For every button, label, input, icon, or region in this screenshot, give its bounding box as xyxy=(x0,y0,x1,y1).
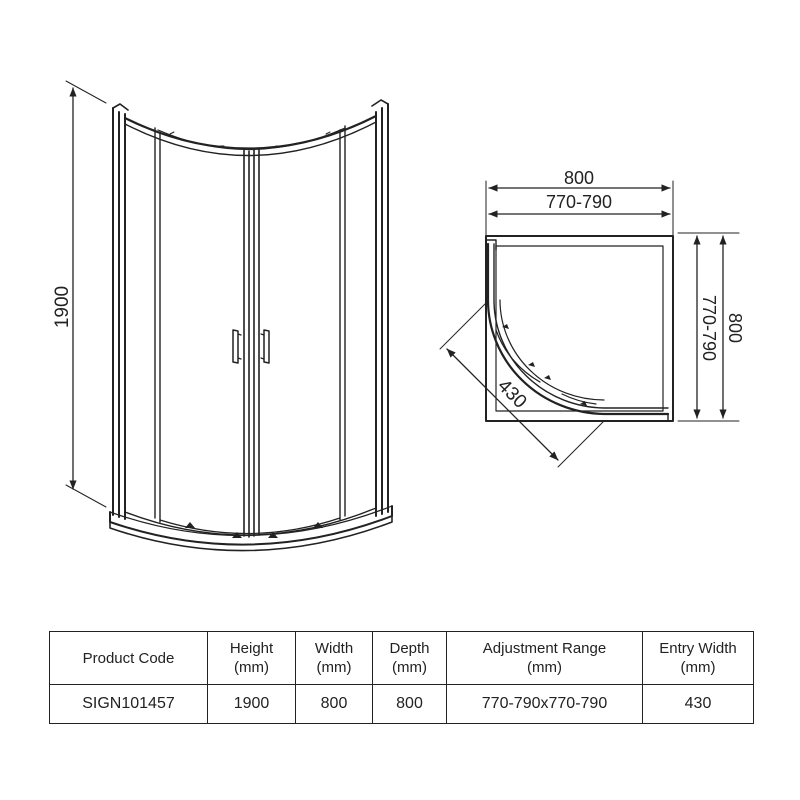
cell-width: 800 xyxy=(295,684,373,724)
cell-height: 1900 xyxy=(207,684,296,724)
spec-header-row: Product Code Height (mm) Width (mm) Dept… xyxy=(49,631,754,685)
height-label: 1900 xyxy=(52,286,73,328)
depth-label: 800 xyxy=(725,313,745,343)
spec-data-row: SIGN101457 1900 800 800 770-790x770-790 … xyxy=(49,684,754,724)
width-dimension: 800 770-790 xyxy=(485,168,674,237)
entry-label: 430 xyxy=(493,375,530,412)
header-product-code: Product Code xyxy=(49,631,208,685)
technical-drawing: 1900 xyxy=(52,80,745,552)
shower-enclosure xyxy=(109,99,393,552)
header-width: Width (mm) xyxy=(295,631,373,685)
cell-product-code: SIGN101457 xyxy=(49,684,208,724)
depth-adjust-label: 770-790 xyxy=(699,295,719,361)
cell-entry-width: 430 xyxy=(642,684,754,724)
header-depth: Depth (mm) xyxy=(372,631,447,685)
spec-table: Product Code Height (mm) Width (mm) Dept… xyxy=(49,631,754,724)
width-adjust-label: 770-790 xyxy=(546,192,612,212)
front-view: 1900 xyxy=(52,80,393,552)
height-dimension: 1900 xyxy=(52,80,107,508)
header-adjustment-range: Adjustment Range (mm) xyxy=(446,631,643,685)
header-height: Height (mm) xyxy=(207,631,296,685)
entry-dimension: 430 xyxy=(439,302,605,468)
door-handle-left xyxy=(232,329,242,364)
shower-tray xyxy=(109,505,393,552)
cell-adjustment-range: 770-790x770-790 xyxy=(446,684,643,724)
depth-dimension: 770-790 800 xyxy=(677,232,745,422)
cell-depth: 800 xyxy=(372,684,447,724)
header-entry-width: Entry Width (mm) xyxy=(642,631,754,685)
door-handle-right xyxy=(260,329,270,364)
width-label: 800 xyxy=(564,168,594,188)
plan-view: 800 770-790 770-790 800 xyxy=(439,168,745,468)
